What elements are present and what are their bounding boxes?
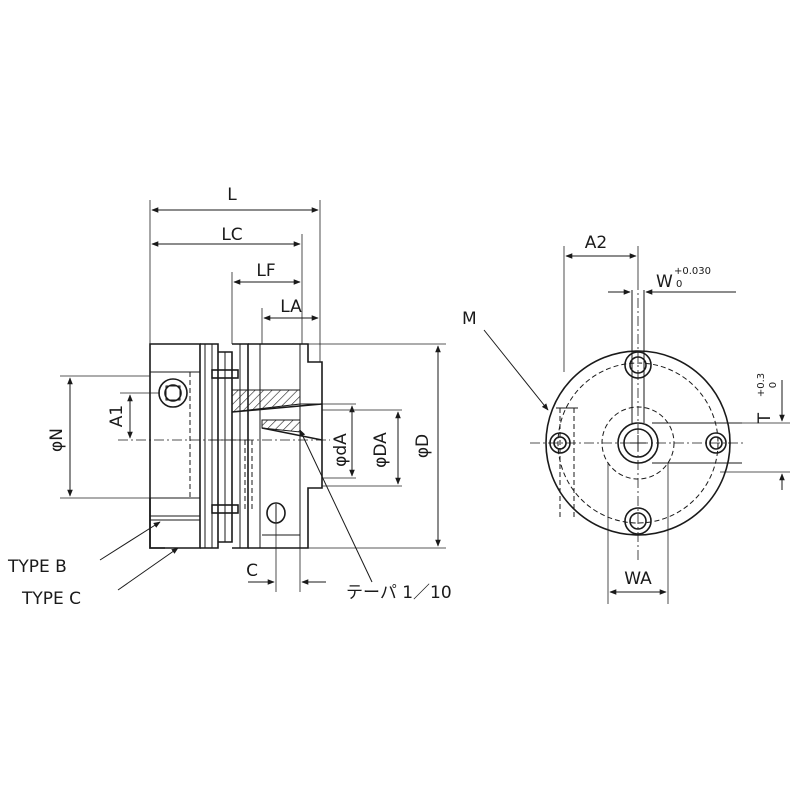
label-LC: LC — [221, 225, 242, 245]
dim-LA: LA — [261, 297, 319, 344]
label-LA: LA — [280, 297, 302, 317]
label-C: C — [246, 561, 258, 581]
label-phiD: φD — [413, 434, 433, 458]
label-A1: A1 — [107, 405, 127, 427]
label-W-tol-minus: 0 — [676, 279, 682, 290]
dim-W: W +0.030 0 — [608, 266, 736, 295]
dim-WA: WA — [607, 463, 669, 604]
right-hub — [231, 343, 323, 549]
end-view: A2 W +0.030 0 T +0.3 0 WA — [462, 233, 790, 604]
label-W: W — [656, 272, 673, 292]
dim-A1: A1 — [107, 392, 160, 439]
label-T-tol-plus: +0.3 — [756, 373, 767, 397]
label-A2: A2 — [585, 233, 607, 253]
section-hatch-lower — [261, 419, 301, 433]
label-phiDA: φDA — [371, 432, 391, 468]
disc-flanges — [200, 343, 250, 549]
dim-LF: LF — [231, 261, 301, 344]
dim-C: C — [246, 520, 326, 592]
label-W-tol-plus: +0.030 — [674, 266, 711, 277]
label-WA: WA — [624, 569, 652, 589]
dim-phiDA: φDA — [322, 409, 402, 487]
dim-phidA: φdA — [322, 403, 356, 479]
taper-leader: テーパ 1／10 — [299, 429, 452, 603]
side-view: L LC LF LA φN A1 — [7, 185, 452, 609]
dim-A2: A2 — [563, 233, 639, 372]
dim-phiN: φN — [47, 375, 150, 499]
label-M: M — [462, 309, 477, 329]
label-phiN: φN — [47, 428, 67, 452]
dim-LC: LC — [151, 225, 303, 344]
label-type-b: TYPE B — [7, 557, 67, 577]
clamp-screw-icon — [158, 378, 188, 408]
dim-T: T +0.3 0 — [716, 373, 790, 490]
type-leaders: TYPE B TYPE C — [7, 521, 179, 609]
label-LF: LF — [256, 261, 275, 281]
label-taper: テーパ 1／10 — [346, 583, 452, 603]
dim-phiD: φD — [308, 343, 446, 549]
leader-M: M — [462, 309, 549, 411]
label-T-tol-minus: 0 — [768, 382, 779, 388]
label-type-c: TYPE C — [21, 589, 81, 609]
left-hub — [149, 343, 201, 549]
label-T: T — [755, 412, 775, 424]
label-L: L — [227, 185, 237, 205]
label-phidA: φdA — [331, 433, 351, 467]
dim-L: L — [149, 185, 321, 362]
